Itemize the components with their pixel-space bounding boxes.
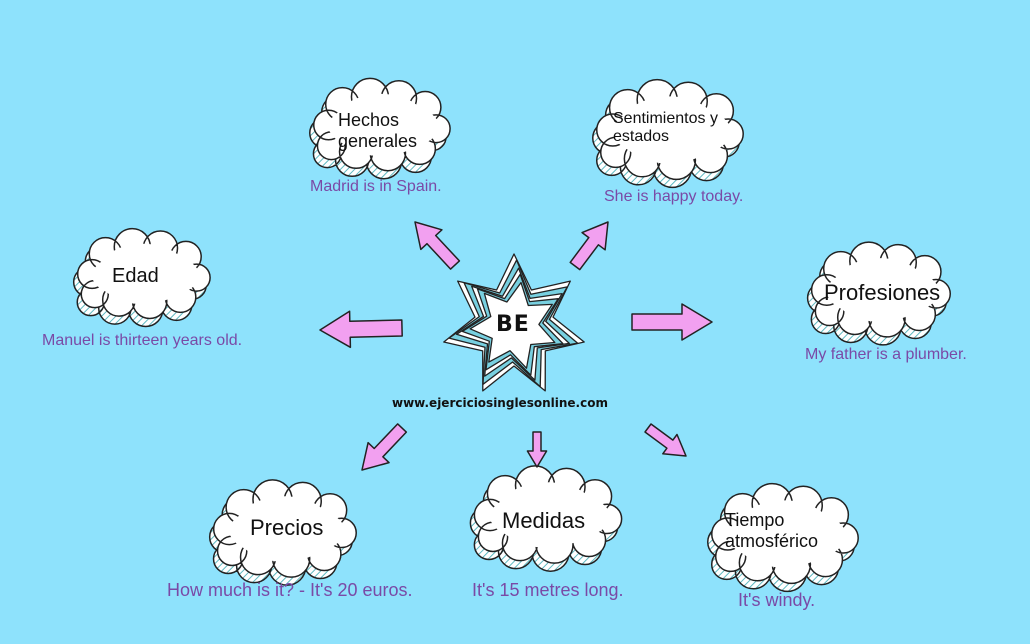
- node-example-hechos: Madrid is in Spain.: [310, 178, 442, 195]
- node-label-edad: Edad: [112, 265, 159, 287]
- arrow-to-hechos: [414, 221, 461, 270]
- node-label-tiempo: Tiempo atmosférico: [725, 510, 819, 551]
- arrow-to-profesiones: [631, 303, 713, 341]
- cloud-edad: [72, 227, 211, 328]
- node-example-edad: Manuel is thirteen years old.: [42, 332, 243, 349]
- node-label-medidas: Medidas: [502, 508, 586, 533]
- node-label-sentimientos: Sentimientos y estados: [613, 110, 718, 146]
- center-word: BE: [496, 312, 530, 337]
- node-example-tiempo: It's windy.: [738, 590, 816, 610]
- star-burst: [443, 253, 585, 392]
- node-label-hechos: Hechos generales: [338, 110, 418, 151]
- arrow-to-tiempo: [644, 423, 687, 457]
- cloud-medidas: [469, 465, 623, 572]
- node-example-medidas: It's 15 metres long.: [472, 580, 624, 600]
- cloud-precios: [208, 479, 357, 586]
- website-url: www.ejerciciosinglesonline.com: [392, 396, 608, 410]
- star-layer: [469, 281, 556, 369]
- cloud-tiempo: [707, 482, 859, 593]
- arrow-to-medidas: [526, 431, 548, 468]
- node-label-precios: Precios: [250, 515, 324, 540]
- arrow-to-sentimientos: [569, 221, 609, 271]
- node-label-profesiones: Profesiones: [824, 280, 941, 305]
- arrow-to-edad: [319, 310, 403, 349]
- node-example-precios: How much is it? - It's 20 euros.: [167, 580, 413, 600]
- node-example-sentimientos: She is happy today.: [604, 188, 744, 205]
- arrow-to-precios: [361, 423, 408, 471]
- cloud-profesiones: [806, 241, 952, 346]
- cloud-sentimientos: [592, 78, 744, 189]
- node-example-profesiones: My father is a plumber.: [805, 346, 967, 363]
- cloud-hechos: [309, 77, 451, 180]
